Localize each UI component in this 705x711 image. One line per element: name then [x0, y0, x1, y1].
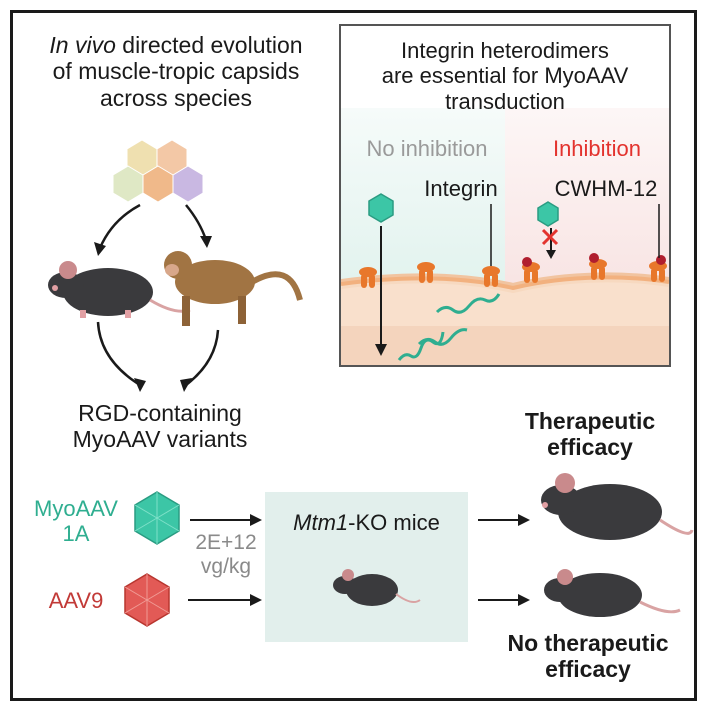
left-title-italic: In vivo [49, 32, 116, 58]
label-leaders [490, 204, 660, 266]
integrin-label: Integrin [424, 176, 498, 201]
integrin-receptor [359, 267, 377, 288]
viral-genome-icon [397, 293, 501, 361]
inhibited-integrin-receptor [522, 257, 540, 283]
dose-label: 2E+12 vg/kg [186, 531, 266, 579]
inset-title-line1: Integrin heterodimers [401, 38, 609, 63]
mouse-icon [48, 261, 191, 318]
therapeutic-efficacy-label: Therapeutic efficacy [500, 408, 680, 461]
healthy-mouse-icon [541, 473, 694, 540]
mtm1-italic: Mtm1 [293, 510, 349, 535]
left-title: In vivo directed evolution of muscle-tro… [22, 32, 330, 111]
no-inhibition-label: No inhibition [366, 136, 488, 161]
mtm1-ko-label: Mtm1-KO mice [265, 510, 468, 535]
inset-title: Integrin heterodimers are essential for … [341, 38, 669, 114]
inhibited-integrin-receptor [649, 255, 667, 282]
inset-title-line2: are essential for MyoAAV [381, 63, 629, 89]
blocked-x-icon [541, 228, 559, 246]
rgd-line2: MyoAAV variants [72, 426, 248, 453]
negative-line2: efficacy [545, 656, 631, 683]
inhibited-integrin-receptor [589, 253, 607, 280]
dose-line1: 2E+12 [195, 531, 257, 554]
sick-mouse-icon [544, 569, 681, 617]
integrin-receptor [417, 262, 435, 283]
aav9-label: AAV9 [48, 588, 104, 613]
ko-mouse-icon [333, 569, 421, 606]
left-title-line2: of muscle-tropic capsids [52, 58, 300, 85]
myoaav-line2: 1A [62, 521, 90, 547]
myoaav-capsid-icon [368, 193, 394, 223]
rgd-variants-label: RGD-containing MyoAAV variants [45, 400, 275, 453]
monkey-icon [164, 251, 303, 326]
left-title-rest: directed evolution [122, 32, 303, 58]
positive-line2: efficacy [547, 434, 633, 461]
positive-line1: Therapeutic [524, 408, 656, 434]
dose-line2: vg/kg [200, 555, 252, 579]
left-title-line3: across species [99, 84, 253, 111]
blocked-capsid-icon [537, 201, 559, 227]
rgd-line1: RGD-containing [78, 400, 242, 426]
myoaav-1a-label: MyoAAV 1A [26, 496, 126, 547]
mtm1-ko-model-box [265, 492, 468, 642]
negative-line1: No therapeutic [507, 630, 669, 656]
no-therapeutic-efficacy-label: No therapeutic efficacy [488, 630, 688, 683]
integrin-inset-panel: Integrin heterodimers are essential for … [339, 24, 671, 367]
cwhm12-label: CWHM-12 [554, 176, 658, 201]
integrin-receptor [482, 266, 500, 287]
inhibition-label: Inhibition [552, 136, 642, 161]
inset-title-line3: transduction [445, 88, 565, 114]
myoaav-line1: MyoAAV [34, 496, 118, 521]
capsid-library-icon [112, 139, 204, 203]
membrane-illustration [341, 26, 669, 365]
mtm1-rest: -KO mice [348, 510, 440, 535]
